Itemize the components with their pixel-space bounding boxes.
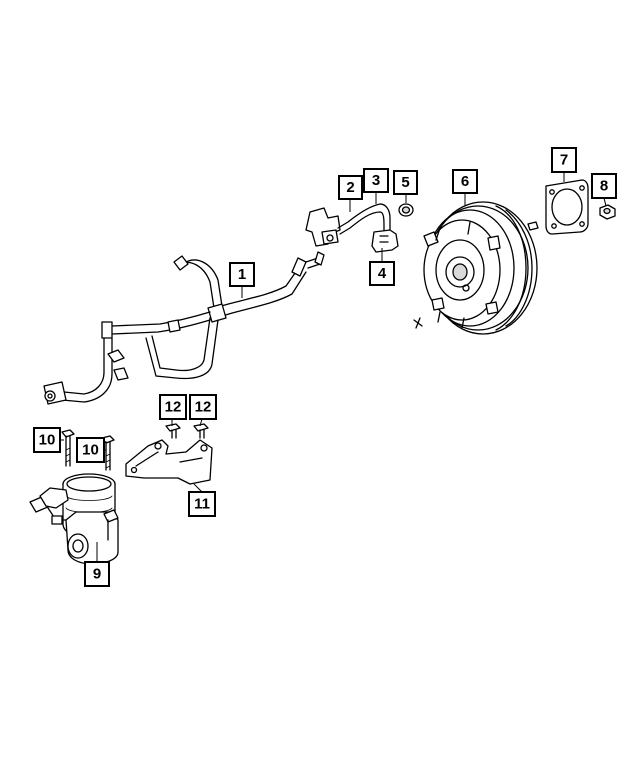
callout-label: 10 <box>82 442 99 459</box>
booster-gasket <box>545 179 589 235</box>
screw-left <box>165 423 181 439</box>
grommet <box>398 203 414 217</box>
callout-label: 11 <box>194 496 210 513</box>
callout-label: 3 <box>372 172 380 189</box>
callout-label: 9 <box>93 566 101 583</box>
callout-6: 6 <box>452 169 478 194</box>
callout-label: 5 <box>401 174 409 191</box>
callout-11: 11 <box>188 491 216 517</box>
callout-10-right: 10 <box>76 437 105 463</box>
callout-label: 12 <box>165 399 182 416</box>
callout-label: 2 <box>346 179 354 196</box>
callout-2: 2 <box>338 175 363 200</box>
bolt-left <box>61 429 75 467</box>
hex-nut <box>599 204 616 220</box>
callout-label: 8 <box>600 178 608 195</box>
callout-9: 9 <box>84 561 110 587</box>
callout-10-left: 10 <box>33 427 61 453</box>
callout-7: 7 <box>551 147 577 173</box>
callout-12-left: 12 <box>159 394 187 420</box>
callout-12-right: 12 <box>189 394 217 420</box>
callout-label: 1 <box>238 266 246 283</box>
callout-label: 12 <box>195 399 212 416</box>
callout-8: 8 <box>591 173 617 199</box>
callout-label: 4 <box>378 265 387 282</box>
callout-5: 5 <box>393 170 418 195</box>
callout-label: 6 <box>461 173 469 190</box>
vacuum-pump <box>29 473 119 565</box>
callout-1: 1 <box>229 262 255 287</box>
callout-4: 4 <box>369 261 395 286</box>
screw-right <box>193 423 209 439</box>
vacuum-sensor-assembly <box>305 203 391 247</box>
vacuum-sensor <box>371 229 399 253</box>
callout-3: 3 <box>363 168 389 193</box>
brake-booster <box>413 201 539 335</box>
vacuum-hose-assembly <box>43 251 325 405</box>
leader-lines <box>60 172 607 562</box>
pump-bracket <box>125 439 213 485</box>
callout-label: 10 <box>39 432 56 449</box>
callout-label: 7 <box>560 152 568 169</box>
